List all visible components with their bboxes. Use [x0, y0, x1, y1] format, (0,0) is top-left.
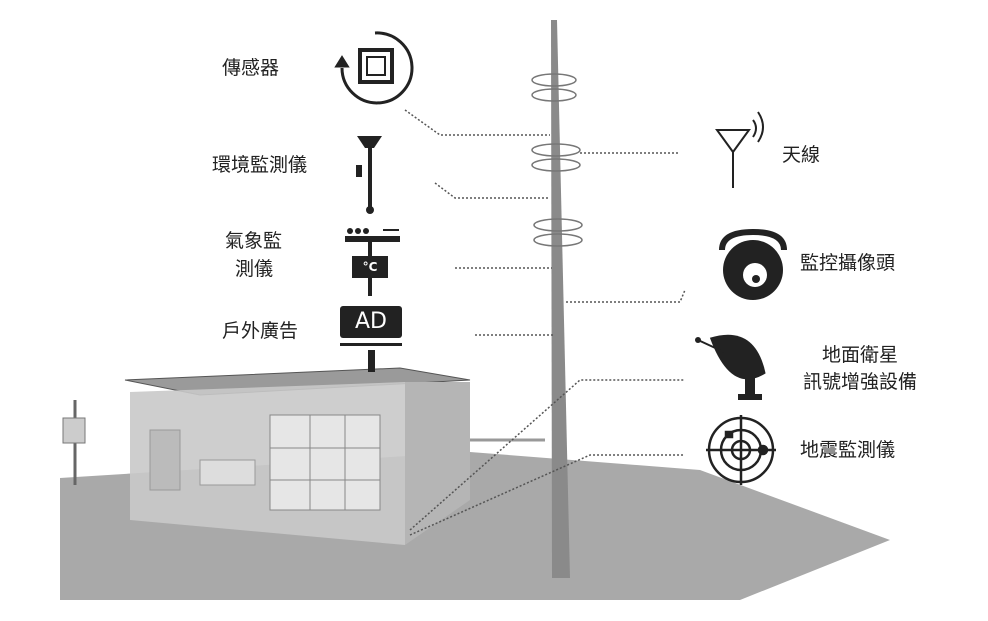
label-satellite-2: 訊號增強設備	[802, 371, 917, 393]
weather-station-icon	[345, 228, 400, 296]
label-antenna: 天線	[782, 144, 821, 166]
sensor-chip-icon	[334, 31, 414, 105]
ad-text: AD	[355, 309, 387, 334]
label-env-monitor: 環境監測儀	[212, 154, 308, 176]
label-cctv: 監控攝像頭	[800, 252, 896, 274]
label-outdoor-ad: 戶外廣告	[222, 320, 299, 342]
billboard-icon	[340, 306, 402, 372]
antenna-icon	[715, 111, 764, 188]
tower	[531, 20, 583, 578]
label-weather-monitor-2: 測儀	[235, 258, 274, 280]
label-satellite-1: 地面衛星	[821, 344, 898, 366]
label-weather-monitor-1: 氣象監	[225, 230, 283, 252]
utility-pole	[62, 400, 86, 485]
seismic-radar-icon	[706, 415, 776, 485]
label-sensor: 傳感器	[222, 57, 280, 79]
label-seismic: 地震監測儀	[800, 439, 896, 461]
leader-lines	[404, 109, 686, 536]
cctv-camera-icon	[719, 228, 787, 300]
env-monitor-icon	[356, 136, 382, 214]
equipment-building	[124, 367, 545, 545]
celsius-text: °C	[362, 260, 378, 274]
satellite-dish-icon	[695, 334, 766, 400]
